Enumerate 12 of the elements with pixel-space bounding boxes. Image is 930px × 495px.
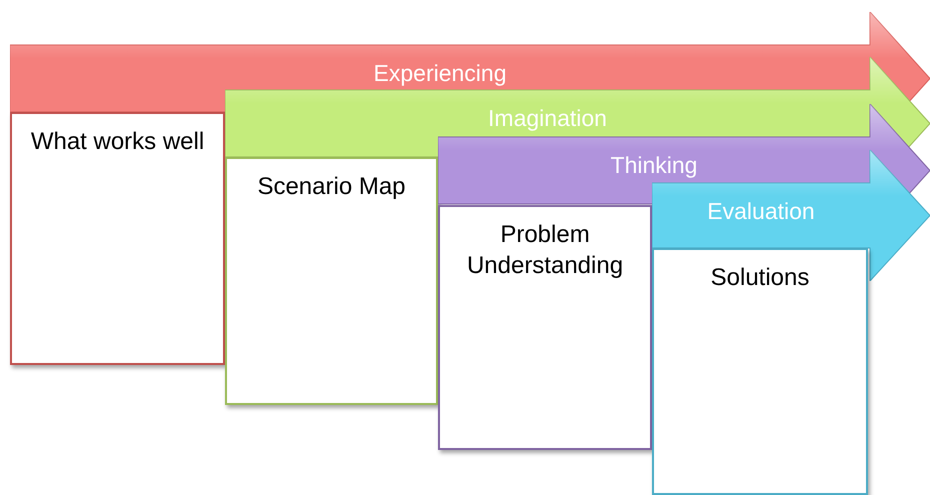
content-box [438, 205, 652, 450]
stage-label: Evaluation [707, 197, 815, 223]
box-text: Solutions [710, 263, 810, 293]
box-text: What works well [30, 127, 206, 157]
box-text: Scenario Map [256, 172, 407, 202]
box-text: Problem Understanding [466, 220, 624, 281]
content-box [652, 248, 868, 495]
stage-label: Thinking [610, 151, 698, 177]
stage-label: Experiencing [374, 59, 506, 85]
stage-label: Imagination [488, 104, 607, 130]
content-box [10, 112, 225, 365]
content-box [225, 157, 438, 405]
